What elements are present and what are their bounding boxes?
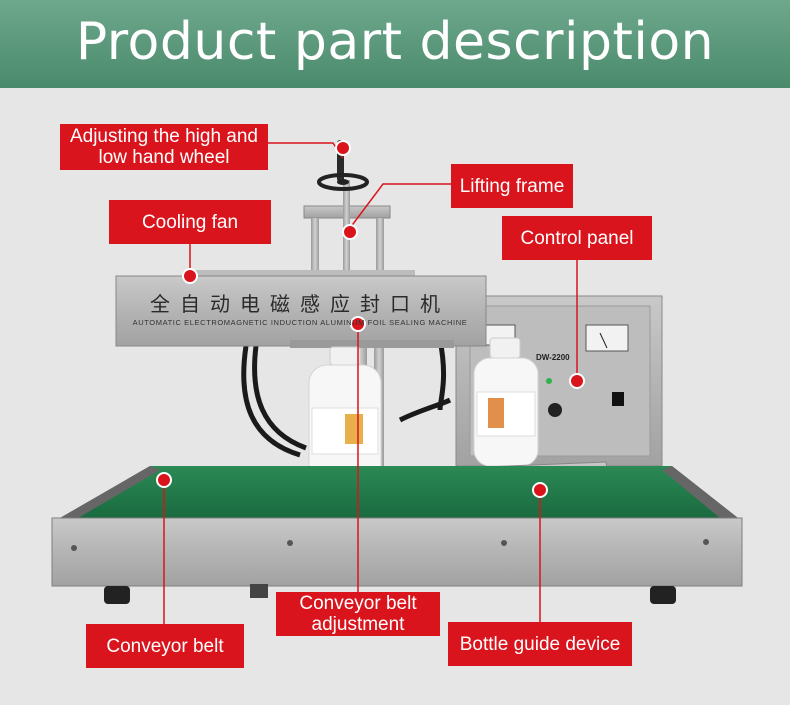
label-conveyor-belt: Conveyor belt xyxy=(86,624,244,668)
model-number: DW-2200 xyxy=(536,353,570,362)
label-cooling-fan: Cooling fan xyxy=(109,200,271,244)
conveyor-belt xyxy=(60,466,738,518)
bottle-left xyxy=(308,346,382,491)
label-lifting-frame: Lifting frame xyxy=(451,164,573,208)
cables xyxy=(241,339,452,458)
page-title: Product part description xyxy=(75,12,715,72)
leader-lines xyxy=(163,142,578,624)
label-conveyor-belt-adjustment: Conveyor belt adjustment xyxy=(276,592,440,636)
callout-dots xyxy=(156,140,585,498)
label-bottle-guide: Bottle guide device xyxy=(448,622,632,666)
bottle-right xyxy=(473,337,539,467)
sealing-head xyxy=(115,270,487,348)
nameplate-english: AUTOMATIC ELECTROMAGNETIC INDUCTION ALUM… xyxy=(132,318,468,327)
hand-wheel xyxy=(317,140,369,191)
label-control-panel: Control panel xyxy=(502,216,652,260)
label-hand-wheel: Adjusting the high and low hand wheel xyxy=(60,124,268,170)
machine-base xyxy=(51,517,743,604)
header-banner: Product part description xyxy=(0,0,790,88)
nameplate-chinese: 全自动电磁感应封口机 xyxy=(150,292,450,316)
